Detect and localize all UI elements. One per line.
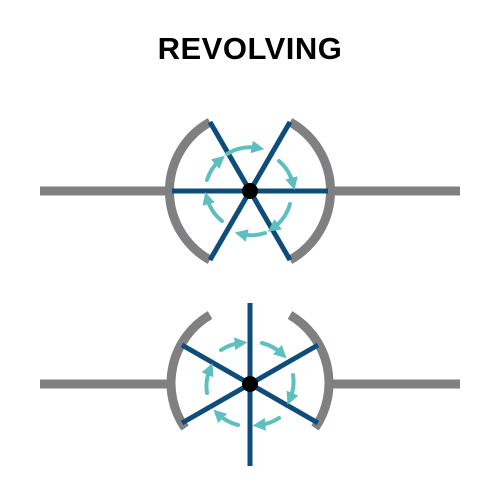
rotation-arrow-icon bbox=[252, 416, 281, 431]
left-drum-arc bbox=[165, 118, 213, 264]
rotation-arrows bbox=[201, 337, 299, 431]
left-drum-arc bbox=[166, 311, 213, 431]
rotation-arrow-icon bbox=[286, 373, 299, 405]
rotation-arrows bbox=[202, 140, 298, 242]
rotation-arrow-icon bbox=[213, 409, 240, 427]
right-drum-arc bbox=[287, 311, 334, 431]
revolving-door-closed-symbol bbox=[40, 118, 460, 264]
rotation-arrow-icon bbox=[234, 229, 267, 242]
pivot-point bbox=[242, 376, 258, 392]
rotation-arrow-icon bbox=[277, 159, 298, 191]
rotation-arrow-icon bbox=[205, 155, 225, 182]
pivot-point bbox=[242, 183, 258, 199]
rotation-arrow-icon bbox=[201, 363, 214, 395]
rotation-arrow-icon bbox=[260, 341, 287, 359]
page-title: REVOLVING bbox=[157, 31, 343, 66]
rotation-arrow-icon bbox=[267, 202, 292, 232]
rotation-arrow-icon bbox=[219, 337, 248, 352]
revolving-door-open-symbol bbox=[40, 303, 460, 466]
right-drum-arc bbox=[287, 118, 335, 264]
rotation-arrow-icon bbox=[225, 140, 265, 156]
rotation-arrow-icon bbox=[202, 191, 224, 223]
